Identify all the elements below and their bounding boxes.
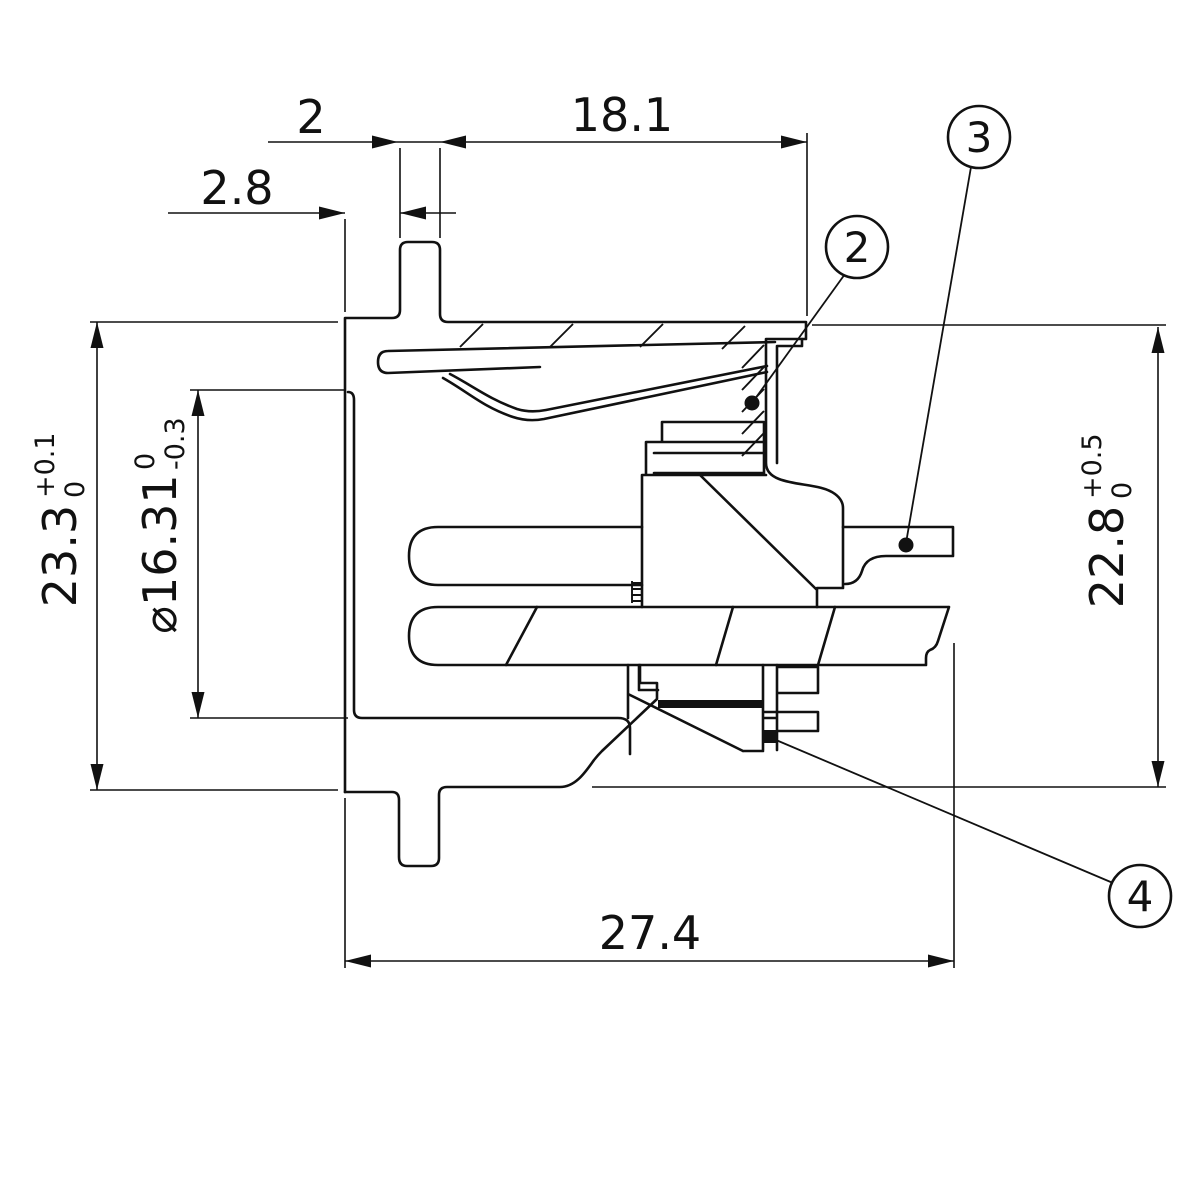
top-wall-hatching — [459, 323, 746, 350]
leader-line — [905, 166, 972, 544]
arrowhead — [400, 206, 426, 220]
arrowhead — [1151, 327, 1165, 353]
balloon-circle — [824, 214, 890, 280]
dim-value-23-3: 23.3 — [33, 505, 87, 607]
arrowhead — [1151, 761, 1165, 787]
dim-value-18-1: 18.1 — [571, 88, 673, 142]
latch-block-edge — [775, 337, 804, 465]
dim-value-16-31: ⌀16.31 — [133, 474, 187, 633]
dimension-flange-thickness: 2.8 — [168, 161, 456, 312]
serration-marks — [631, 581, 642, 603]
dim-tol-lower: 0 — [1107, 482, 1138, 499]
shell-lower-outline — [343, 663, 659, 868]
leader-square — [763, 730, 776, 743]
balloon-circle — [1107, 863, 1173, 929]
balloon-3: 3 — [898, 104, 1012, 553]
balloon-4: 4 — [763, 730, 1173, 929]
lower-pin-bar — [407, 605, 951, 667]
balloon-circle — [946, 104, 1012, 170]
dim-value-27-4: 27.4 — [599, 906, 701, 960]
bar-partitions — [504, 605, 837, 667]
insert-block — [640, 420, 818, 609]
dim-tol-upper: +0.5 — [1077, 433, 1108, 499]
arrowhead — [90, 322, 104, 348]
dim-tol-upper: 0 — [130, 453, 161, 470]
leader-dot — [898, 537, 914, 553]
arrowhead — [372, 135, 398, 149]
dim-tol-upper: +0.1 — [30, 432, 61, 498]
dimension-overall-length: 27.4 — [344, 643, 955, 968]
arrowhead — [191, 692, 205, 718]
upper-pin — [407, 525, 644, 587]
dimension-flange-height: 23.3 +0.1 0 — [30, 321, 338, 791]
arrowhead — [345, 954, 371, 968]
contact-pin-3 — [841, 525, 955, 586]
shell-upper-outline — [343, 240, 845, 794]
arrowhead — [319, 206, 345, 220]
arrowhead — [928, 954, 954, 968]
leader-line — [775, 739, 1114, 884]
dimension-bore-diameter: ⌀16.31 0 -0.3 — [130, 389, 348, 719]
dim-value-2-8: 2.8 — [200, 161, 273, 215]
dim-tol-lower: 0 — [60, 481, 91, 498]
cavity-wall — [346, 390, 632, 756]
dim-value-22-8: 22.8 — [1080, 506, 1134, 608]
dimension-body-height: 22.8 +0.5 0 — [592, 324, 1166, 788]
dim-value-2: 2 — [296, 90, 325, 144]
solder-contact-bar — [658, 700, 764, 708]
arrowhead — [191, 390, 205, 416]
part-outline — [343, 240, 955, 868]
latch-spring — [376, 340, 777, 422]
dimension-body-length: 18.1 — [571, 88, 808, 316]
balloon-label: 4 — [1127, 872, 1154, 921]
balloon-label: 3 — [966, 113, 993, 162]
balloon-2: 2 — [744, 214, 890, 411]
leader-dot — [744, 395, 760, 411]
leader-line — [751, 273, 846, 404]
balloon-label: 2 — [844, 223, 871, 272]
arrowhead — [440, 135, 466, 149]
dimension-top-tab-width: 2 — [268, 90, 807, 238]
dim-tol-lower: -0.3 — [160, 417, 191, 470]
arrowhead — [781, 135, 807, 149]
arrowhead — [90, 764, 104, 790]
